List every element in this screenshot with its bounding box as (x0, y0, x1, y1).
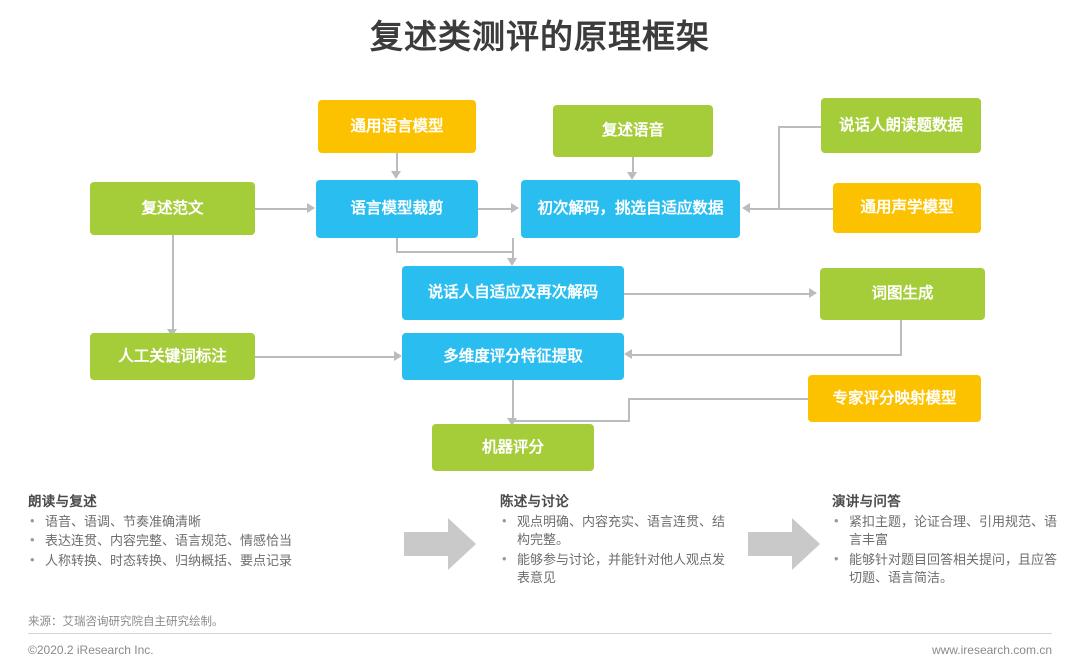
arrowhead-adapt-to-wordgraph (809, 288, 817, 298)
connector-sample-to-pruning (255, 208, 307, 210)
connector-feature-to-scoring (512, 380, 514, 420)
list-item: 观点明确、内容充实、语言连贯、结构完整。 (500, 512, 730, 550)
list-item: 人称转换、时态转换、归纳概括、要点记录 (28, 551, 388, 570)
connector-expert-h (628, 398, 810, 400)
arrowhead-firstdecode-to-adapt (507, 258, 517, 266)
flow-node-label: 初次解码，挑选自适应数据 (537, 200, 724, 218)
flow-node-language-model-pruning[interactable]: 语言模型裁剪 (316, 180, 478, 238)
flow-node-retell-sample-text[interactable]: 复述范文 (90, 182, 255, 235)
arrowhead-annotation-to-feature (394, 351, 402, 361)
flow-node-label: 通用声学模型 (860, 199, 954, 217)
flow-node-multi-dim-feature-extract[interactable]: 多维度评分特征提取 (402, 333, 624, 380)
connector-adapt-to-wordgraph (624, 293, 810, 295)
arrowhead-sample-to-pruning (307, 203, 315, 213)
flow-node-label: 词图生成 (871, 285, 934, 303)
arrowhead-feature-to-scoring (507, 418, 517, 426)
flow-node-label: 机器评分 (481, 438, 544, 456)
connector-sample-to-annotation (172, 235, 174, 330)
flow-node-general-acoustic-model[interactable]: 通用声学模型 (833, 183, 981, 233)
stage-bullet-list: 紧扣主题，论证合理、引用规范、语言丰富 能够针对题目回答相关提问，且应答切题、语… (832, 512, 1064, 588)
flow-node-label: 说话人自适应及再次解码 (427, 284, 599, 302)
arrowhead-wordgraph-to-feature (624, 349, 632, 359)
flow-node-speaker-adapt-redecode[interactable]: 说话人自适应及再次解码 (402, 266, 624, 320)
flow-node-label: 人工关键词标注 (118, 347, 227, 365)
connector-pruning-to-firstdecode (478, 208, 512, 210)
arrowhead-speech-to-firstdecode (627, 172, 637, 180)
connector-expert-to-scoring (512, 420, 630, 422)
flow-node-label: 语言模型裁剪 (350, 200, 444, 218)
list-item: 紧扣主题，论证合理、引用规范、语言丰富 (832, 512, 1064, 550)
list-item: 语音、语调、节奏准确清晰 (28, 512, 388, 531)
flow-node-expert-score-mapping-model[interactable]: 专家评分映射模型 (808, 375, 981, 422)
list-item: 能够参与讨论，并能针对他人观点发表意见 (500, 550, 730, 588)
stage-title: 朗读与复述 (28, 494, 97, 509)
flow-node-label: 说话人朗读题数据 (838, 116, 963, 134)
flow-node-label: 专家评分映射模型 (832, 389, 957, 407)
flow-node-word-graph-generation[interactable]: 词图生成 (820, 268, 985, 320)
stage-speech-and-qa: 演讲与问答 紧扣主题，论证合理、引用规范、语言丰富 能够针对题目回答相关提问，且… (832, 490, 1064, 589)
copyright-text: ©2020.2 iResearch Inc. (28, 643, 154, 657)
connector-lm-to-pruning (396, 152, 398, 172)
stage-bullet-list: 语音、语调、节奏准确清晰 表达连贯、内容完整、语言规范、情感恰当 人称转换、时态… (28, 512, 388, 570)
flow-node-machine-scoring[interactable]: 机器评分 (432, 424, 594, 471)
arrowhead-to-firstdecode-left (742, 203, 750, 213)
flow-node-retell-speech[interactable]: 复述语音 (553, 105, 713, 157)
stage-divider-arrow-2 (748, 518, 820, 570)
website-link[interactable]: www.iresearch.com.cn (931, 643, 1052, 657)
connector-pruning-down (396, 238, 398, 252)
stage-title: 演讲与问答 (832, 494, 901, 509)
page-title: 复述类测评的原理框架 (370, 18, 710, 55)
flow-node-label: 多维度评分特征提取 (443, 347, 583, 365)
connector-speakerdata-v (778, 126, 780, 209)
flow-node-speaker-reading-data[interactable]: 说话人朗读题数据 (821, 98, 981, 153)
flow-node-manual-keyword-annotation[interactable]: 人工关键词标注 (90, 333, 255, 380)
connector-to-firstdecode-left (750, 208, 780, 210)
flow-node-label: 复述范文 (141, 199, 204, 217)
list-item: 表达连贯、内容完整、语言规范、情感恰当 (28, 531, 388, 550)
source-note: 来源：艾瑞咨询研究院自主研究绘制。 (28, 616, 224, 628)
connector-speech-to-firstdecode (632, 157, 634, 174)
connector-pruning-to-adapt-h (396, 251, 512, 253)
stage-reading-and-retelling: 朗读与复述 语音、语调、节奏准确清晰 表达连贯、内容完整、语言规范、情感恰当 人… (28, 490, 388, 571)
connector-annotation-to-feature (255, 356, 395, 358)
flow-node-label: 通用语言模型 (350, 117, 444, 135)
list-item: 能够针对题目回答相关提问，且应答切题、语言简洁。 (832, 550, 1064, 588)
stage-divider-arrow-1 (404, 518, 476, 570)
stage-title: 陈述与讨论 (500, 494, 569, 509)
flow-node-general-language-model[interactable]: 通用语言模型 (318, 100, 476, 153)
flow-node-first-decode-select-data[interactable]: 初次解码，挑选自适应数据 (521, 180, 740, 238)
arrowhead-pruning-to-firstdecode (511, 203, 519, 213)
footer-divider (28, 633, 1052, 634)
connector-acoustic-h (778, 208, 834, 210)
connector-wordgraph-to-feature (632, 354, 902, 356)
flow-node-label: 复述语音 (601, 122, 664, 140)
connector-firstdecode-down (512, 238, 514, 260)
stage-statement-and-discussion: 陈述与讨论 观点明确、内容充实、语言连贯、结构完整。 能够参与讨论，并能针对他人… (500, 490, 730, 589)
connector-speakerdata-h (778, 126, 822, 128)
connector-wordgraph-down (900, 320, 902, 355)
arrowhead-lm-to-pruning (391, 171, 401, 179)
stage-bullet-list: 观点明确、内容充实、语言连贯、结构完整。 能够参与讨论，并能针对他人观点发表意见 (500, 512, 730, 588)
connector-expert-v (628, 398, 630, 421)
